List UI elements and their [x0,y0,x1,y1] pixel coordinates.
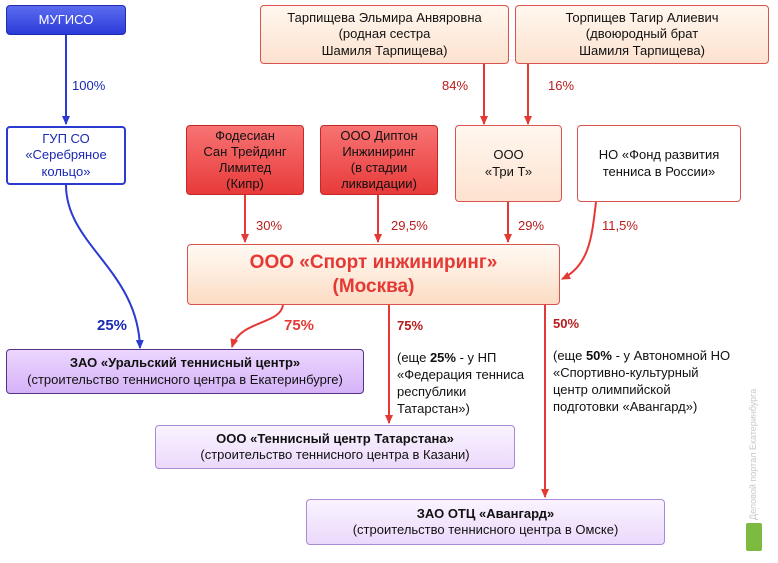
node-ural: ЗАО «Уральский теннисный центр» (строите… [6,349,364,394]
share-gup-ural: 25% [97,317,128,334]
note-tatarstan-pre: (еще [397,350,430,365]
node-tarpishcheva: Тарпищева Эльмира Анвяровна (родная сест… [260,5,509,64]
node-sport-line-2: (Москва) [332,275,415,297]
node-torpishchev-line-3: Шамиля Тарпищева) [579,42,705,58]
node-tarpishcheva-line-2: (родная сестра [338,26,431,42]
node-fodesian-line-4: (Кипр) [226,176,264,192]
arrow-gup-ural [65,184,144,349]
share-fond-sport: 11,5% [602,218,638,233]
node-dipton-line-1: ООО Диптон [340,127,418,143]
node-sport-line-1: ООО «Спорт инжиниринг» [249,251,498,273]
node-fodesian-line-1: Фодесиан [215,127,275,143]
arrow-sport-ural [230,304,284,348]
node-fodesian-line-3: Лимитед [218,160,272,175]
share-trit-sport: 29% [518,218,545,233]
node-avangard: ЗАО ОТЦ «Авангард» (строительство теннис… [306,499,665,545]
note-tatarstan-line-2: «Федерация тенниса [397,366,525,382]
node-avangard-subtitle: (строительство теннисного центра в Омске… [352,522,619,537]
node-tarpishcheva-line-1: Тарпищева Эльмира Анвяровна [287,10,482,26]
node-avangard-title: ЗАО ОТЦ «Авангард» [416,505,555,521]
watermark-text: Деловой портал Екатеринбурга [748,388,758,520]
note-tatarstan-line-4: Татарстан») [397,400,470,416]
share-fodesian-sport: 30% [256,218,283,233]
note-avangard-pre: (еще [553,348,586,363]
node-gup-serebryanoe-koltso: ГУП СО «Серебряное кольцо» [6,126,126,185]
node-mugiso-label: МУГИСО [38,11,94,27]
share-dipton-sport: 29,5% [391,218,428,233]
note-tatarstan: (еще 25% - у НП «Федерация тенниса респу… [397,350,524,418]
node-dipton-line-2: Инжиниринг [342,143,416,159]
node-fodesian: Фодесиан Сан Трейдинг Лимитед (Кипр) [186,125,304,195]
node-torpishchev: Торпищев Тагир Алиевич (двоюродный брат … [515,5,769,64]
note-avangard-bold: 50% [585,348,612,363]
share-torpishchev-trit: 16% [548,78,575,93]
note-tatarstan-line-1: (еще 25% - у НП [397,350,524,367]
note-avangard: (еще 50% - у Автономной НО «Спортивно-ку… [553,348,730,416]
node-tarpishcheva-line-3: Шамиля Тарпищева) [321,42,448,58]
node-ural-subtitle: (строительство теннисного центра в Екате… [27,371,343,387]
node-tri-t: ООО «Три Т» [455,125,562,202]
node-gup-line-2: «Серебряное [25,147,107,163]
node-tri-t-line-1: ООО [493,147,524,163]
share-mugiso-gup: 100% [72,78,106,93]
arrow-fond-sport [561,201,597,280]
note-tatarstan-bold: 25% [429,350,456,365]
note-tatarstan-post: - у НП [455,350,497,365]
node-gup-line-1: ГУП СО [42,131,90,147]
node-dipton-line-3: (в стадии [350,160,408,175]
note-avangard-line-2: «Спортивно-культурный [553,364,699,380]
watermark-logo [746,523,762,551]
node-fond: НО «Фонд развития тенниса в России» [577,125,741,202]
node-torpishchev-line-2: (двоюродный брат [585,26,699,42]
node-tatarstan: ООО «Теннисный центр Татарстана» (строит… [155,425,515,469]
note-avangard-line-1: (еще 50% - у Автономной НО [553,348,730,365]
node-fodesian-line-2: Сан Трейдинг [203,143,287,159]
share-sport-tatarstan: 75% [397,318,424,333]
node-torpishchev-line-1: Торпищев Тагир Алиевич [565,10,719,26]
node-tri-t-line-2: «Три Т» [484,163,533,179]
node-dipton: ООО Диптон Инжиниринг (в стадии ликвидац… [320,125,438,195]
note-avangard-line-4: подготовки «Авангард») [553,398,698,414]
node-tatarstan-subtitle: (строительство теннисного центра в Казан… [200,447,470,462]
share-sport-ural: 75% [284,317,315,334]
node-tatarstan-title: ООО «Теннисный центр Татарстана» [216,430,454,446]
share-sport-avangard: 50% [553,316,580,331]
node-fond-line-1: НО «Фонд развития [598,147,720,163]
node-sport-inzhiniring: ООО «Спорт инжиниринг» (Москва) [187,244,560,305]
node-fond-line-2: тенниса в России» [602,163,716,179]
note-tatarstan-line-3: республики [397,383,467,399]
share-tarpishcheva-trit: 84% [442,78,469,93]
node-dipton-line-4: ликвидации) [341,176,417,192]
note-avangard-post: - у Автономной НО [611,348,731,363]
note-avangard-line-3: центр олимпийской [553,381,671,397]
node-ural-title: ЗАО «Уральский теннисный центр» [69,355,301,371]
node-mugiso: МУГИСО [6,5,126,35]
node-gup-line-3: кольцо» [41,163,91,179]
